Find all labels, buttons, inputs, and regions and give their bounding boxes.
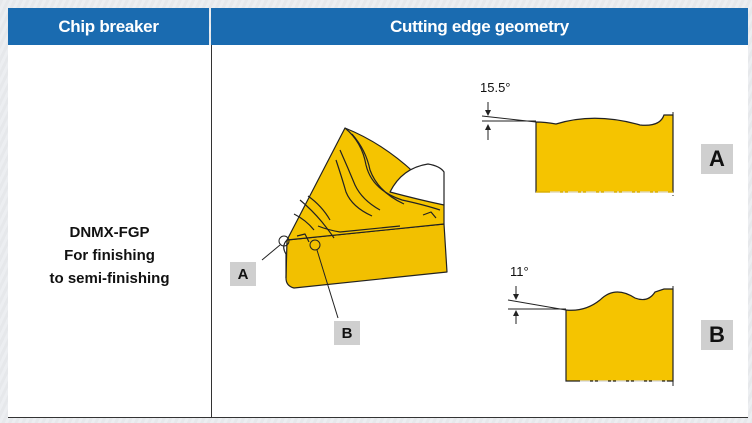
chip-breaker-label: DNMX-FGP For finishing to semi-finishing xyxy=(8,221,211,290)
callout-circle-b xyxy=(309,239,321,251)
section-a-profile xyxy=(481,102,674,196)
table-bottom-rule xyxy=(8,417,748,418)
chip-breaker-code: DNMX-FGP xyxy=(69,224,150,241)
callout-circle-a xyxy=(278,235,290,247)
header-cutting-edge-geometry: Cutting edge geometry xyxy=(211,8,748,45)
geometry-table: Chip breaker Cutting edge geometry DNMX-… xyxy=(8,8,748,421)
leader-a xyxy=(261,244,281,261)
insert-label-b: B xyxy=(334,321,360,345)
leader-b xyxy=(316,249,339,319)
section-label-b: B xyxy=(701,320,733,350)
section-label-a: A xyxy=(701,144,733,174)
header-chip-breaker: Chip breaker xyxy=(8,8,209,45)
insert-label-a: A xyxy=(230,262,256,286)
chip-breaker-use-line2: to semi-finishing xyxy=(49,270,170,287)
angle-b-value: 11° xyxy=(510,264,529,279)
section-b-profile xyxy=(507,286,674,386)
angle-a-value: 15.5° xyxy=(480,80,511,95)
chip-breaker-cell xyxy=(8,45,212,417)
insert-illustration xyxy=(283,127,448,289)
chip-breaker-use-line1: For finishing xyxy=(64,247,155,264)
